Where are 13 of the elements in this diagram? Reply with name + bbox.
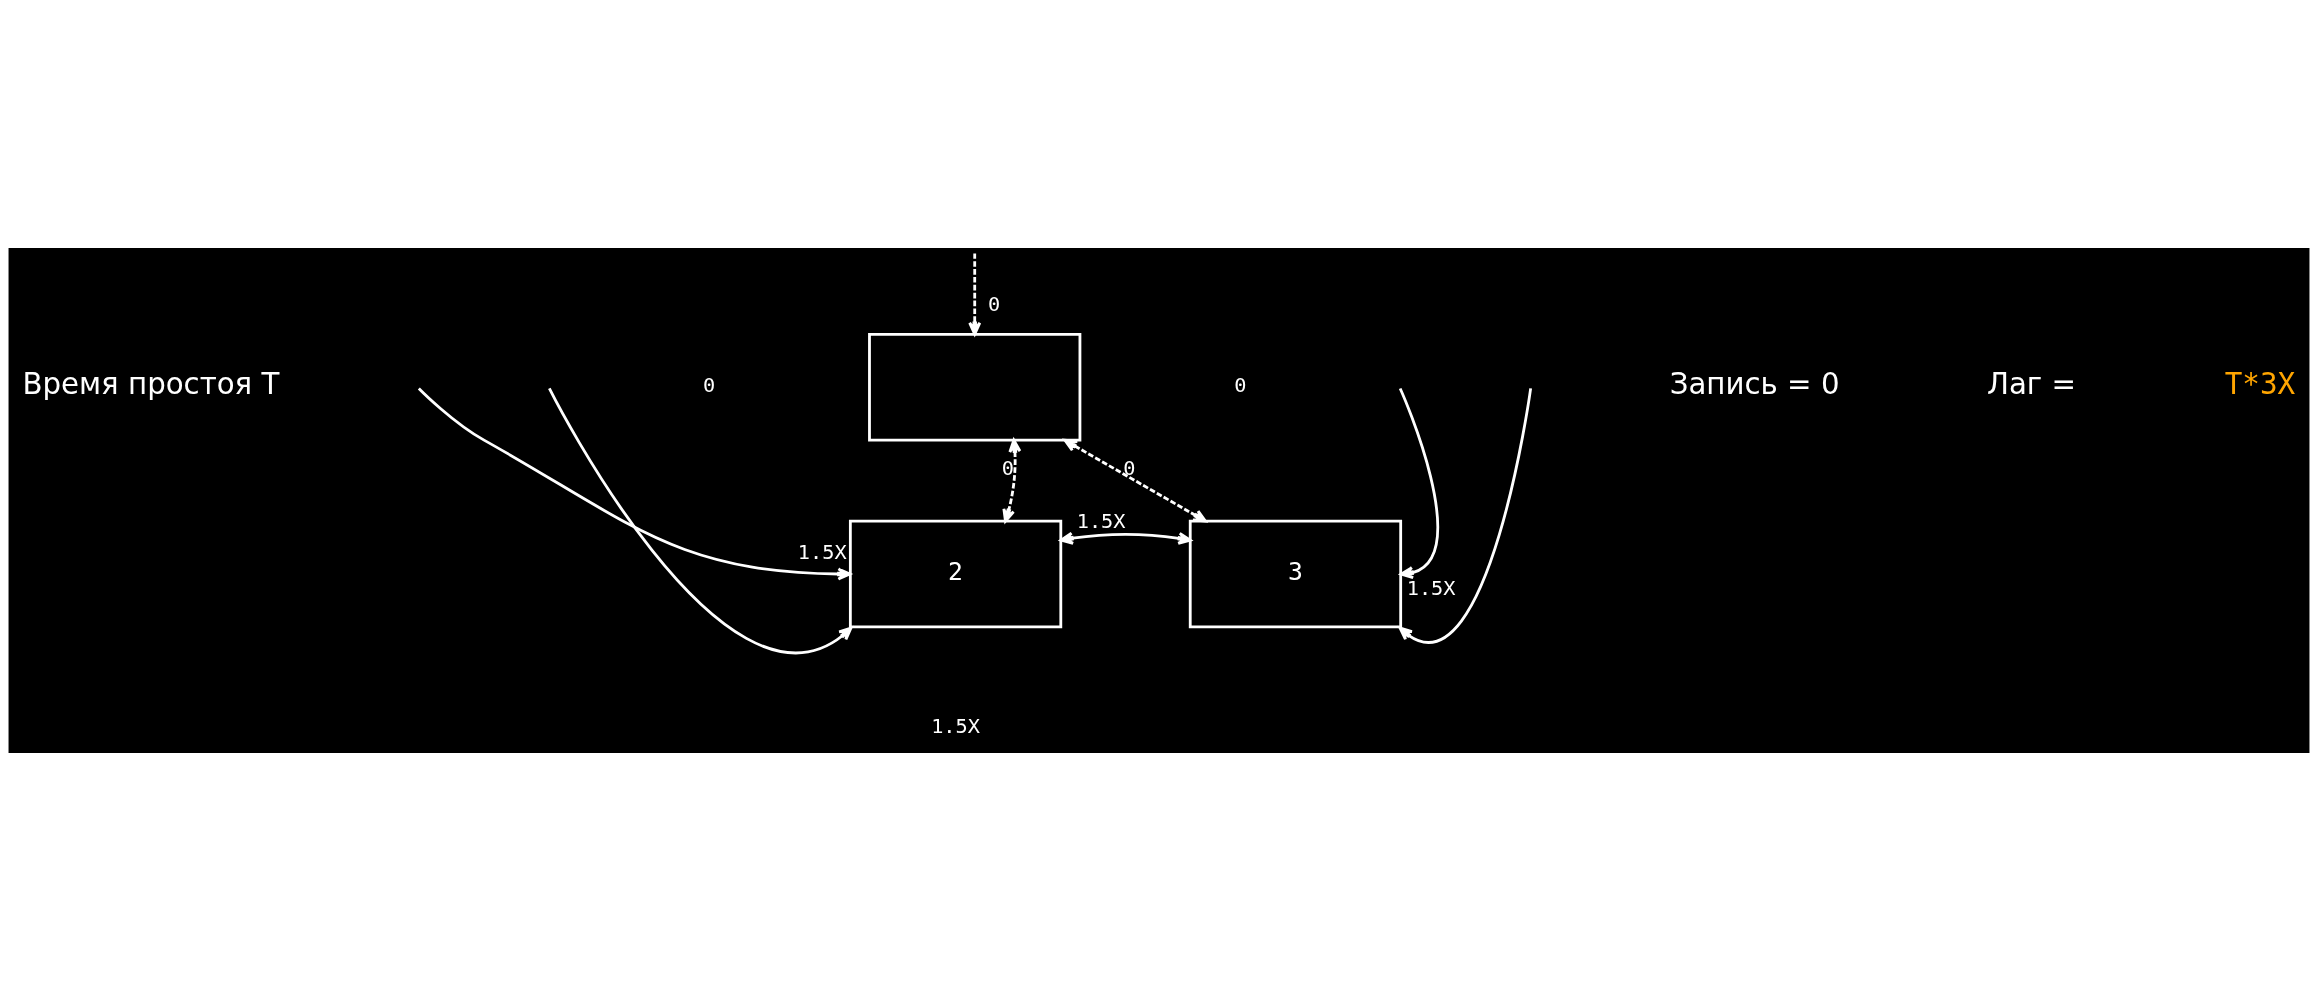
- label: 0: [703, 373, 716, 398]
- label: 1.5X: [931, 714, 980, 739]
- edge-label: 1.5X: [1076, 509, 1126, 534]
- edge-label: 1.5X: [797, 540, 847, 565]
- label: T*3X: [2224, 367, 2296, 402]
- edge-label: 0: [987, 292, 1001, 317]
- label: Время простоя T: [22, 367, 280, 402]
- label: Лаг =: [1986, 367, 2077, 402]
- label: 0: [1234, 373, 1247, 398]
- label: Запись = 0: [1669, 367, 1840, 402]
- edge-label: 0: [1123, 455, 1136, 480]
- edge-label: 1.5X: [1406, 575, 1456, 600]
- edge-label: 0: [1001, 456, 1014, 481]
